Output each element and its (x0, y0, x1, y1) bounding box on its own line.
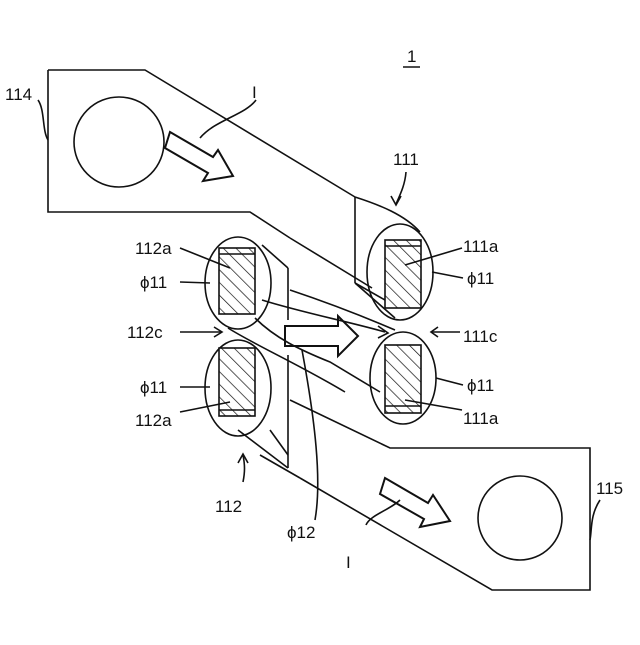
figure-number-text: 1 (407, 47, 416, 66)
label-111c: 111c (463, 327, 498, 346)
core-111a-top (385, 240, 421, 308)
core-112a-top (219, 248, 255, 314)
label-115: 115 (596, 479, 623, 498)
current-arrow-top (165, 132, 233, 181)
label-phi11-right-top: ϕ11 (467, 269, 494, 288)
leader-lines (38, 100, 600, 540)
label-111a-bottom: 111a (463, 409, 499, 428)
label-current-bottom: I (346, 553, 351, 572)
core-112a-bottom (219, 348, 255, 416)
label-112: 112 (215, 497, 242, 516)
label-111a-top: 111a (463, 237, 499, 256)
terminal-hole-114 (74, 97, 164, 187)
label-phi11-left-bottom: ϕ11 (140, 378, 167, 397)
label-112c: 112c (127, 323, 163, 342)
label-112a-bottom: 112a (135, 411, 172, 430)
label-current-top: I (252, 83, 257, 102)
label-phi12: ϕ12 (287, 523, 315, 542)
label-phi11-left-top: ϕ11 (140, 273, 167, 292)
section-112 (205, 237, 380, 468)
label-111: 111 (393, 150, 419, 169)
current-arrow-bottom (380, 478, 450, 527)
label-phi11-right-bottom: ϕ11 (467, 376, 494, 395)
figure-number: 1 (403, 47, 420, 67)
label-114: 114 (5, 85, 32, 104)
core-111a-bottom (385, 345, 421, 413)
label-112a-top: 112a (135, 239, 172, 258)
section-111 (290, 197, 436, 424)
terminal-hole-115 (478, 476, 562, 560)
